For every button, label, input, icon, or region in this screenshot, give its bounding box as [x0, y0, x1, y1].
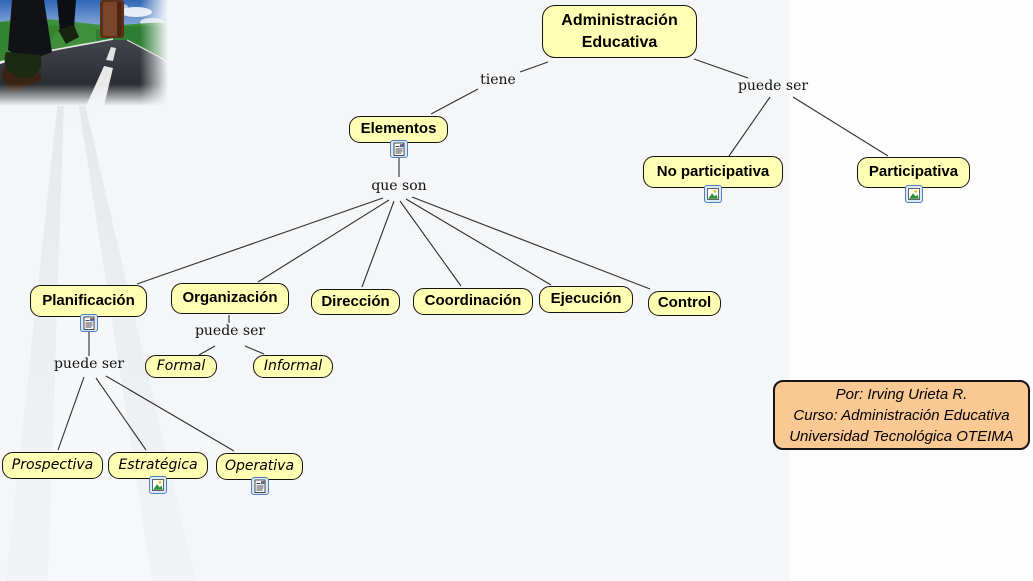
- node-label: Planificación: [42, 291, 135, 309]
- node-label: Estratégica: [118, 457, 198, 474]
- image-resource-icon[interactable]: [904, 185, 923, 203]
- concept-node-control[interactable]: Control: [648, 291, 721, 316]
- linking-phrase-puede-ser-organizacion: puede ser: [194, 323, 266, 339]
- concept-node-informal[interactable]: Informal: [253, 355, 333, 378]
- image-resource-icon[interactable]: [149, 476, 167, 494]
- connector-line: [198, 345, 216, 356]
- concept-node-coordinacion[interactable]: Coordinación: [413, 288, 533, 315]
- doc-resource-icon[interactable]: [389, 140, 408, 158]
- node-label: Ejecución: [550, 290, 622, 308]
- credit-box: Por: Irving Urieta R. Curso: Administrac…: [773, 380, 1030, 450]
- concept-node-ejecucion[interactable]: Ejecución: [539, 286, 633, 313]
- linking-phrase-que-son: que son: [371, 178, 427, 194]
- node-label: Control: [657, 294, 712, 312]
- node-label: Formal: [156, 358, 206, 375]
- concept-node-administracion-educativa[interactable]: Administración Educativa: [542, 5, 697, 58]
- connector-line: [411, 196, 651, 290]
- concept-node-organizacion[interactable]: Organización: [171, 283, 289, 314]
- credit-author: Por: Irving Urieta R.: [835, 385, 968, 403]
- connector-line: [257, 199, 390, 283]
- node-label: Coordinación: [424, 292, 522, 310]
- doc-resource-icon[interactable]: [250, 477, 269, 495]
- businessman-legs-walking-on-road-photo: [0, 0, 168, 106]
- linking-phrase-tiene: tiene: [480, 72, 516, 88]
- concept-node-operativa[interactable]: Operativa: [216, 453, 303, 480]
- concept-node-participativa[interactable]: Participativa: [857, 157, 970, 188]
- concept-node-elementos[interactable]: Elementos: [349, 116, 448, 143]
- linking-phrase-puede-ser-tipos: puede ser: [737, 78, 809, 94]
- linking-phrase-puede-ser-planificacion: puede ser: [53, 356, 125, 372]
- concept-node-direccion[interactable]: Dirección: [311, 289, 400, 315]
- connector-line: [519, 61, 549, 73]
- connector-line: [792, 96, 889, 157]
- node-label: Prospectiva: [11, 457, 94, 474]
- concept-node-planificacion[interactable]: Planificación: [30, 285, 147, 317]
- connector-line: [244, 345, 265, 355]
- credit-course: Curso: Administración Educativa: [793, 406, 1010, 424]
- node-label: Elementos: [360, 120, 437, 138]
- credit-university: Universidad Tecnológica OTEIMA: [789, 427, 1014, 445]
- node-label: Participativa: [868, 163, 959, 181]
- connector-line: [57, 376, 85, 451]
- node-label: Informal: [263, 358, 323, 375]
- connector-line: [693, 58, 749, 79]
- connector-line: [405, 198, 552, 286]
- connector-line: [728, 96, 771, 157]
- concept-node-formal[interactable]: Formal: [145, 355, 217, 378]
- connector-line: [361, 200, 395, 288]
- node-label: Operativa: [224, 458, 295, 475]
- concept-node-estrategica[interactable]: Estratégica: [108, 452, 208, 479]
- node-label: No participativa: [656, 162, 770, 180]
- connector-line: [430, 88, 479, 115]
- node-label: Dirección: [321, 292, 390, 310]
- concept-node-prospectiva[interactable]: Prospectiva: [2, 452, 103, 479]
- node-label: Organización: [182, 289, 278, 307]
- doc-resource-icon[interactable]: [79, 314, 98, 332]
- image-resource-icon[interactable]: [704, 185, 722, 203]
- node-label: Administración Educativa: [561, 11, 678, 51]
- connector-line: [399, 200, 462, 287]
- connector-line: [105, 375, 235, 452]
- connector-line: [136, 197, 384, 285]
- concept-node-no-participativa[interactable]: No participativa: [643, 156, 783, 188]
- connector-line: [95, 377, 147, 451]
